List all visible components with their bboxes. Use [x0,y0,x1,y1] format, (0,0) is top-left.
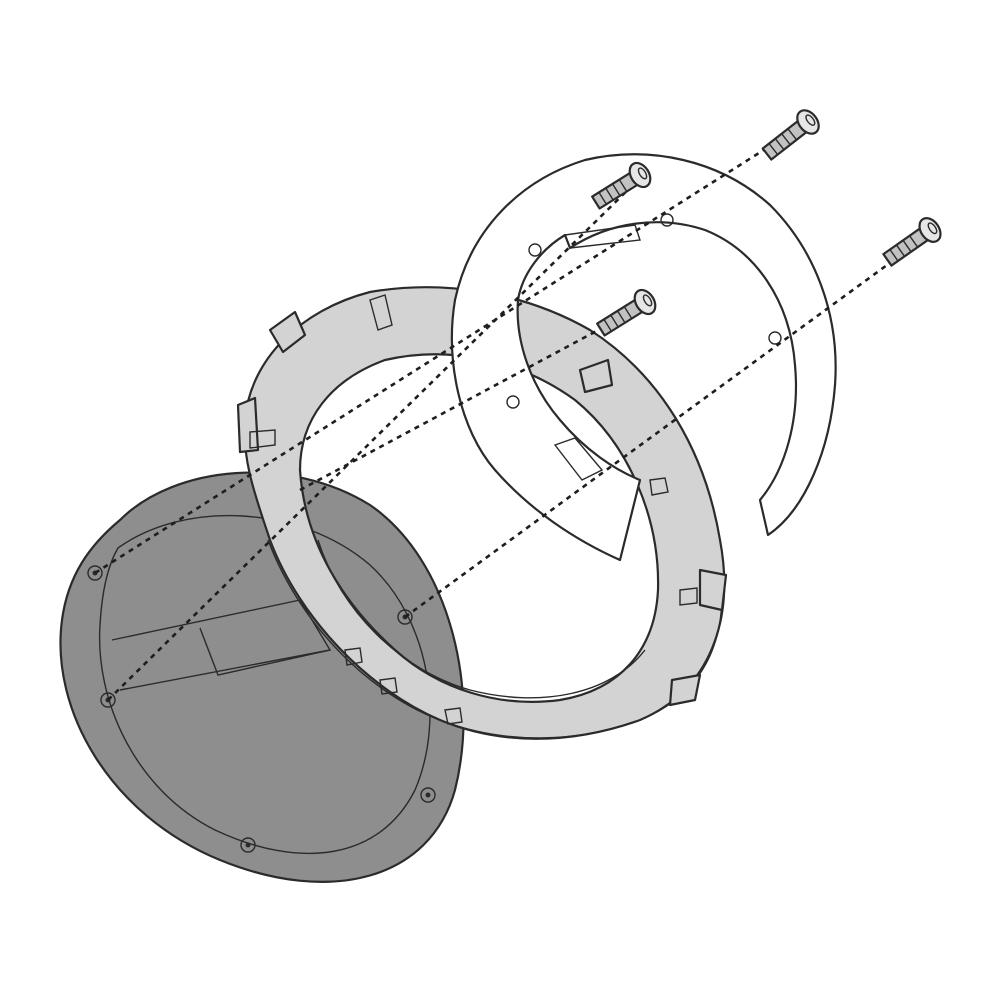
ring-tab [698,568,728,612]
alignment-lines [94,120,936,701]
mounting-flange [450,153,837,562]
ring-tab [236,396,260,454]
tank-cap-plate [59,471,465,883]
ring-boss [649,477,669,496]
alignment-line [94,120,809,575]
adapter-ring [236,286,728,740]
plate-hole-icon [100,692,116,708]
flange-slot [553,437,604,481]
ring-boss [379,677,398,695]
flange-hole-icon [506,395,520,409]
plate-hole-icon [87,565,103,581]
plate-hole-icon [240,837,256,853]
ring-boss [444,707,463,725]
alignment-line [107,177,641,701]
ring-boss [249,429,276,449]
bolt-icon [761,109,820,161]
bolt-icon [882,217,942,267]
flange-hole-icon [528,243,542,257]
flange-holes [506,213,782,409]
flange-notch [564,224,641,249]
bolt-icon [596,288,657,337]
tank-plate-fold-line-2 [119,649,331,691]
flange-body [450,153,837,562]
plate-hole-icon [420,787,436,803]
ring-tab [578,358,614,394]
flange-hole-icon [768,331,782,345]
tank-plate-body [59,471,465,883]
bolts [591,109,942,337]
ring-boss [344,647,363,666]
ring-tab [268,310,307,354]
bolt-icon [591,161,652,210]
ring-boss [369,294,393,331]
ring-tab [668,673,702,707]
flange-hole-icon [660,213,674,227]
plate-hole-icon [397,609,413,625]
adapter-ring-inner-lip [317,539,646,699]
ring-boss [679,587,698,606]
